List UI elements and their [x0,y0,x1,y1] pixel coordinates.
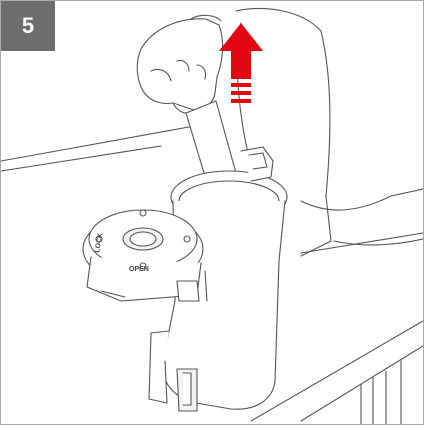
step-badge: 5 [1,1,55,51]
canister-lid [82,209,204,302]
lid-label-open: OPEN [129,266,149,273]
hand [136,18,224,115]
lid-label-lock: LOCK [94,233,104,254]
arrow-up-icon [219,23,263,103]
countertop-lines [1,122,423,424]
lid-labels: LOCK OPEN [94,233,149,273]
